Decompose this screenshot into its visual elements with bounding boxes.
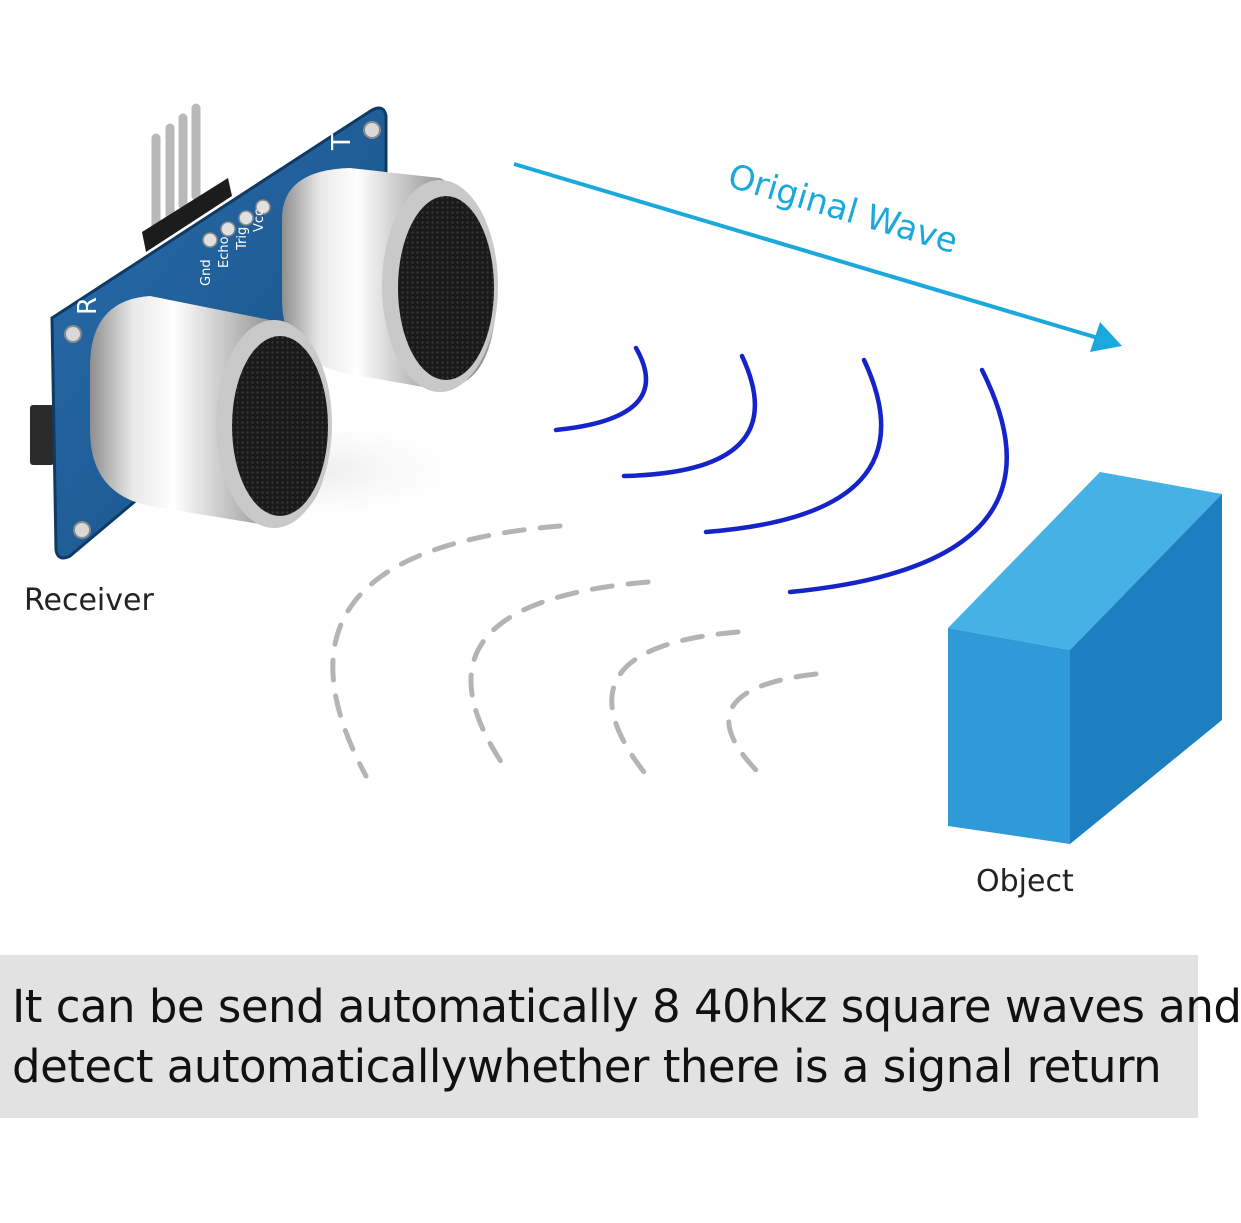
transmitter-mark: T	[327, 134, 357, 151]
emitted-wave	[621, 353, 758, 479]
object-label: Object	[976, 864, 1074, 899]
caption-line-1: It can be send automatically 8 40hkz squ…	[12, 980, 1241, 1033]
caption-line-2: detect automaticallywhether there is a s…	[12, 1040, 1162, 1093]
side-connector	[30, 405, 54, 465]
receiver-label: Receiver	[24, 583, 154, 618]
header-block	[142, 178, 232, 252]
caption-box: It can be send automatically 8 40hkz squ…	[0, 955, 1241, 1118]
emitted-waves	[553, 345, 1009, 595]
ultrasonic-sensor: Vcc Trig Echo Gnd T R	[30, 103, 500, 560]
object-side-face	[1070, 494, 1222, 844]
object-front-face	[948, 628, 1070, 844]
mount-hole	[64, 325, 82, 343]
echo-waves	[330, 523, 819, 779]
transmitter-cylinder	[281, 168, 498, 392]
pin-label-echo: Echo	[217, 236, 232, 268]
pin-label-gnd: Gnd	[199, 259, 214, 286]
echo-wave	[468, 579, 651, 775]
echo-wave	[726, 671, 819, 773]
mount-hole	[363, 121, 381, 139]
receiver-mark: R	[73, 297, 103, 315]
pin-label-vcc: Vcc	[252, 209, 267, 232]
original-wave-arrow	[513, 162, 1122, 352]
emitted-wave	[787, 367, 1009, 595]
original-wave-label: Original Wave	[723, 156, 962, 262]
object-block	[948, 472, 1222, 844]
mount-hole	[73, 521, 91, 539]
emitted-wave	[703, 357, 884, 535]
receiver-cylinder	[89, 296, 332, 528]
emitted-wave	[553, 345, 649, 433]
echo-wave	[330, 523, 563, 779]
header-pins	[151, 103, 201, 233]
pin-label-trig: Trig	[235, 227, 250, 251]
caption-text: It can be send automatically 8 40hkz squ…	[12, 977, 1241, 1097]
echo-wave	[609, 629, 741, 775]
object-top-face	[948, 472, 1222, 650]
